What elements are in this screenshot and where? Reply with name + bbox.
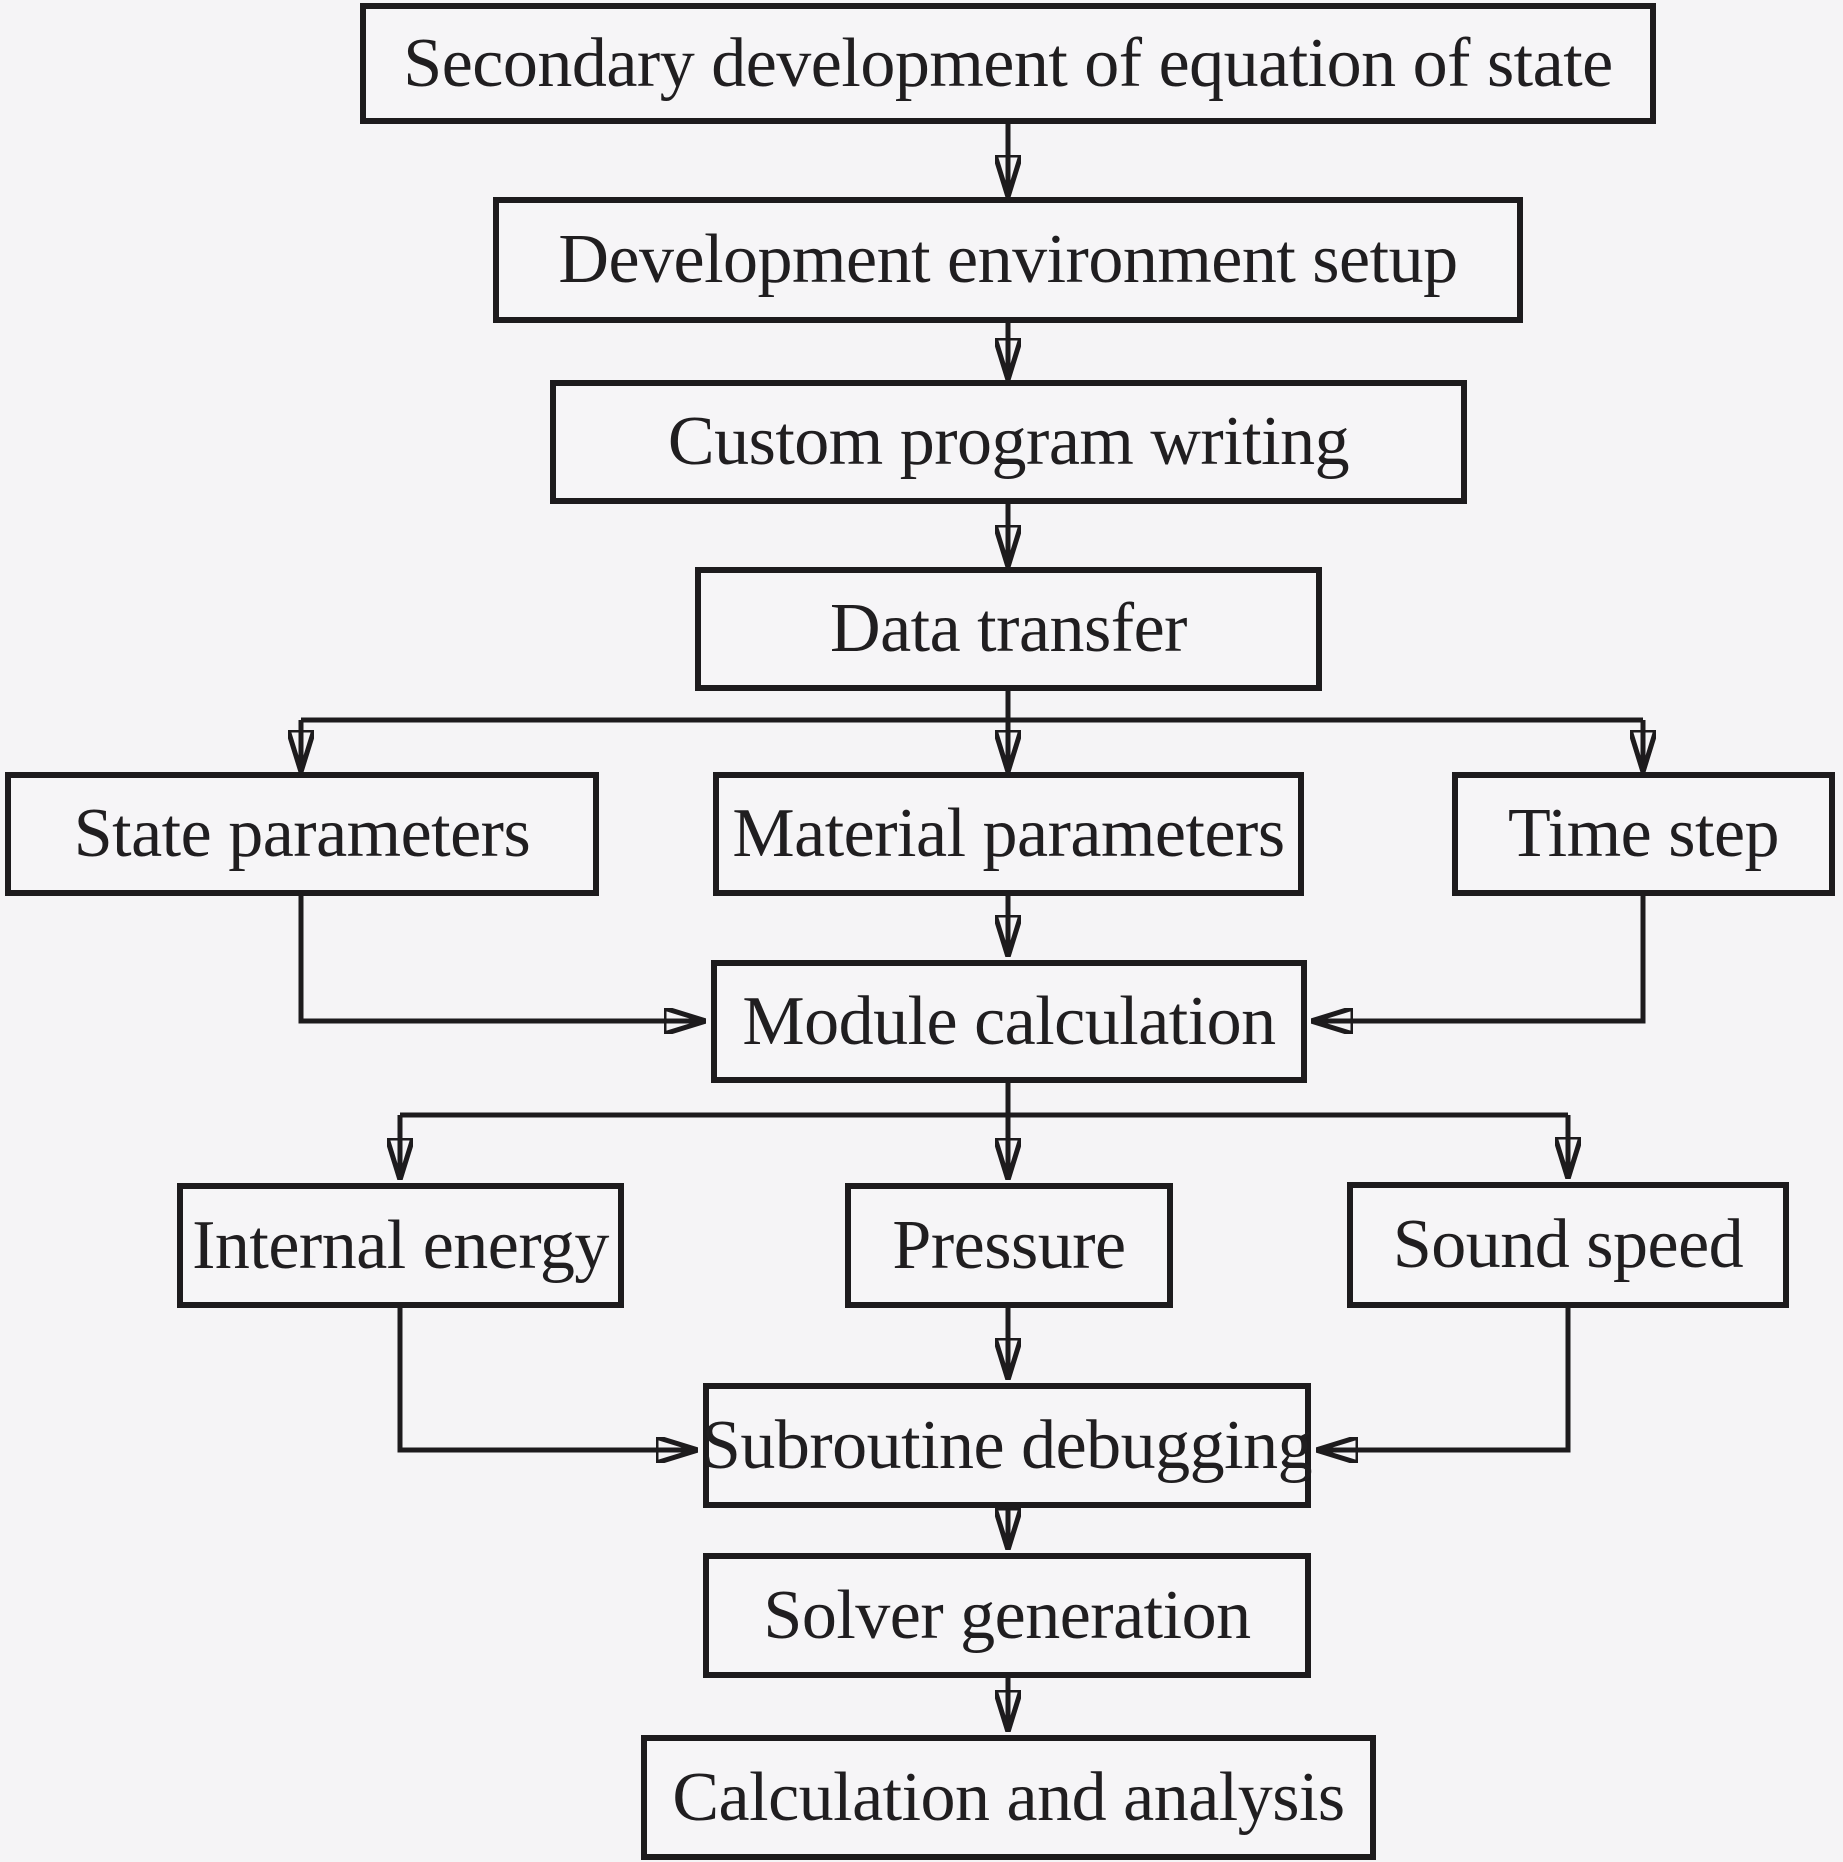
connector-soundspeed-to-subroutine	[1318, 1307, 1571, 1450]
node-subroutine-debugging: Subroutine debugging	[702, 1383, 1313, 1508]
node-time-step: Time step	[1452, 772, 1835, 896]
node-development-environment-setup: Development environment setup	[493, 197, 1523, 323]
node-module-calculation: Module calculation	[711, 960, 1307, 1083]
node-data-transfer: Data transfer	[695, 567, 1322, 691]
node-internal-energy: Internal energy	[177, 1183, 624, 1308]
node-custom-program-writing: Custom program writing	[550, 380, 1467, 504]
node-sound-speed: Sound speed	[1347, 1182, 1789, 1308]
node-material-parameters: Material parameters	[713, 772, 1304, 896]
node-secondary-development: Secondary development of equation of sta…	[360, 3, 1656, 124]
connector-internalenergy-to-subroutine	[397, 1307, 696, 1450]
node-pressure: Pressure	[845, 1183, 1173, 1308]
connector-timestep-to-modulecalc	[1313, 895, 1646, 1021]
connector-stateparams-to-modulecalc	[298, 895, 704, 1021]
node-solver-generation: Solver generation	[703, 1553, 1311, 1678]
node-calculation-and-analysis: Calculation and analysis	[641, 1735, 1376, 1860]
node-state-parameters: State parameters	[5, 772, 599, 896]
